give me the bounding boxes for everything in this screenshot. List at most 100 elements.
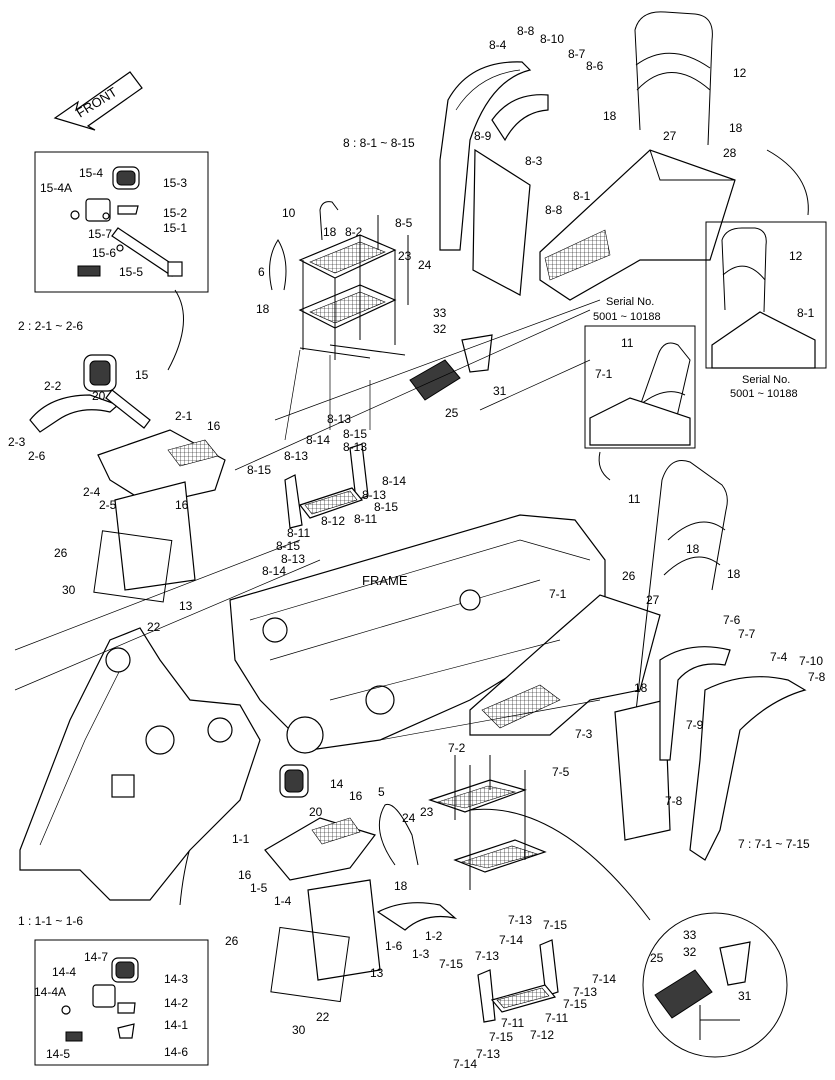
callout: 26: [225, 934, 239, 948]
callout: 14: [330, 777, 344, 791]
callout: 14-6: [164, 1045, 188, 1059]
callout: 12: [733, 66, 747, 80]
frame-22a: [93, 530, 173, 603]
callout: 7-15: [563, 997, 587, 1011]
callout: 1-2: [425, 929, 443, 943]
callout: 15-1: [163, 221, 187, 235]
callout: 8-3: [525, 154, 543, 168]
callout: 1-6: [385, 939, 403, 953]
step-8-12: [284, 443, 369, 529]
callout: 18: [727, 567, 741, 581]
callout: 32: [433, 322, 447, 336]
callout: 16: [207, 419, 221, 433]
callout: 16: [349, 789, 363, 803]
loader-arm: [19, 627, 261, 901]
callout: 7-13: [476, 1047, 500, 1061]
callout: 7-8: [665, 794, 683, 808]
handrail-11: [634, 460, 728, 721]
callout: 18: [686, 542, 700, 556]
callout: 5: [378, 785, 385, 799]
callout: 33: [683, 928, 697, 942]
callout: 14-1: [164, 1018, 188, 1032]
callout: 8-8: [517, 24, 535, 38]
mudflap-7-3: [614, 699, 671, 841]
callout: 7-3: [575, 727, 593, 741]
callout: 18: [323, 225, 337, 239]
callout: 14-4A: [34, 985, 66, 999]
frame-22b: [270, 926, 350, 1003]
callout: 15-5: [119, 265, 143, 279]
mudflap-8-3: [472, 148, 531, 296]
handle-10: [319, 201, 339, 241]
fender-2-2: [29, 394, 120, 433]
bracket-31a: [461, 334, 493, 373]
callout: 10: [282, 206, 296, 220]
callout: 11: [628, 492, 641, 506]
callout: 15-7: [88, 227, 112, 241]
callout: 1-5: [250, 881, 268, 895]
fender-group-2: [29, 394, 226, 603]
handle-6: [269, 239, 287, 291]
callout: 7-6: [723, 613, 741, 627]
callout: 16: [238, 868, 252, 882]
fender-group-1: [264, 817, 458, 1003]
callout: 8-5: [395, 216, 413, 230]
callout: 20: [92, 389, 106, 403]
callout: 7-5: [552, 765, 570, 779]
guide-lines: [14, 299, 601, 741]
callout: 13: [179, 599, 193, 613]
step-frame-7-2: [428, 755, 547, 890]
callout: 30: [62, 583, 76, 597]
callout: 7-14: [499, 933, 523, 947]
connector-15-5: [77, 265, 101, 277]
callout: 8-15: [343, 427, 367, 441]
callout: 8-8: [545, 203, 563, 217]
callout: 15-3: [163, 176, 187, 190]
callout: 7-13: [508, 913, 532, 927]
callout: 1-1: [232, 832, 250, 846]
bolt-15-4a: [70, 210, 80, 220]
callout: 1-3: [412, 947, 430, 961]
callout: 18: [394, 879, 408, 893]
group-note-7: 7 : 7-1 ~ 7-15: [738, 837, 810, 851]
handrail-12: [634, 11, 713, 146]
callout: 15-2: [163, 206, 187, 220]
callout: 2-2: [44, 379, 62, 393]
group-note-1: 1 : 1-1 ~ 1-6: [18, 914, 83, 928]
serial-caption-b-line1: Serial No.: [742, 374, 790, 386]
callout: 8-15: [374, 500, 398, 514]
callout: 13: [370, 966, 384, 980]
serial-caption-b-line2: 5001 ~ 10188: [730, 388, 798, 400]
callout: 7-11: [545, 1011, 568, 1025]
callout: 8-7: [568, 47, 586, 61]
callout: 15: [135, 368, 149, 382]
callout: 20: [309, 805, 323, 819]
washer-15-6: [116, 244, 124, 252]
step-frame-8-2: [298, 215, 409, 360]
callout: 25: [650, 951, 664, 965]
bracket-8-9: [491, 94, 549, 142]
inset-mirror-14: [34, 939, 209, 1066]
inset-serial-11: Serial No. 5001 ~ 10188: [584, 296, 696, 449]
callout: 8-13: [362, 488, 386, 502]
callout: 26: [622, 569, 636, 583]
callout: 22: [147, 620, 161, 634]
nut-15-7: [102, 212, 110, 220]
callout: 8-1: [797, 306, 815, 320]
callout: 18: [634, 681, 648, 695]
mudflap-13b: [307, 879, 381, 981]
callout: 2-1: [175, 409, 193, 423]
callout: 24: [418, 258, 432, 272]
leader-arc-15: [167, 289, 184, 371]
callout: 7-14: [592, 972, 616, 986]
callout: 8-4: [489, 38, 507, 52]
frame-label: FRAME: [362, 573, 408, 588]
callout: 7-4: [770, 650, 788, 664]
callout: 7-11: [501, 1016, 524, 1030]
inset-serial-12: Serial No. 5001 ~ 10188: [705, 221, 827, 400]
callout: 7-15: [489, 1030, 513, 1044]
leader-arc-11: [598, 451, 611, 481]
callout: 18: [603, 109, 617, 123]
leader-arc-12: [766, 149, 809, 216]
callout: 31: [738, 989, 752, 1003]
